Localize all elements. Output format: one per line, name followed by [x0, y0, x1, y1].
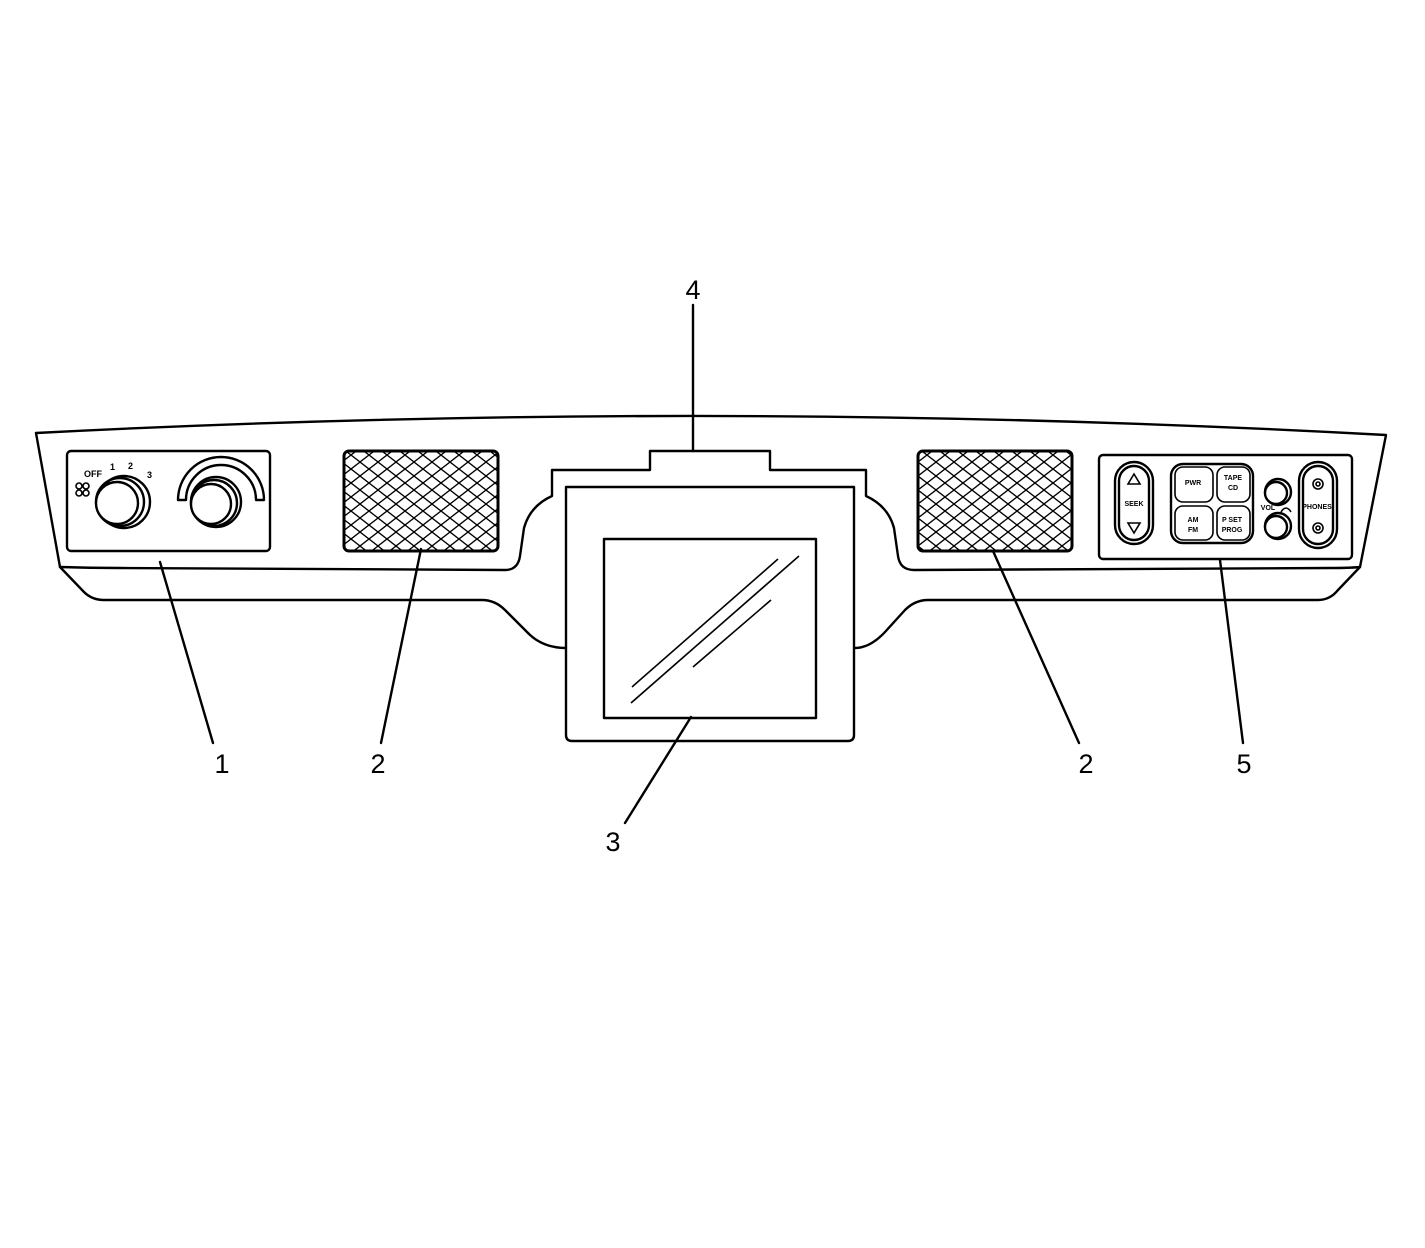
leader-2-left [379, 547, 423, 745]
headphone-icon [1280, 507, 1292, 513]
pset-label: P SET [1222, 517, 1243, 524]
leader-5 [1218, 558, 1245, 745]
fan-icon [75, 482, 90, 497]
temperature-knob[interactable] [176, 455, 266, 529]
volume-knob-upper[interactable] [1263, 477, 1293, 507]
blower-speed-2-label: 2 [128, 461, 133, 471]
right-speaker-grille [916, 449, 1074, 553]
phones-jack-upper[interactable] [1312, 478, 1324, 490]
cd-label: CD [1228, 485, 1238, 492]
seek-rocker-button[interactable]: SEEK [1113, 460, 1155, 546]
leader-2-right [991, 549, 1081, 745]
callout-2-left: 2 [370, 749, 385, 779]
mode-button-cluster: PWR TAPE CD AM FM P SET PROG [1169, 462, 1255, 545]
vol-label: VOL [1261, 505, 1276, 512]
top-mount-tab [648, 449, 772, 470]
video-display-unit [564, 485, 856, 743]
leader-1 [158, 560, 215, 745]
blower-speed-1-label: 1 [110, 462, 115, 472]
callout-2-right: 2 [1078, 749, 1093, 779]
volume-knob-lower[interactable] [1263, 511, 1293, 541]
blower-off-label: OFF [84, 469, 102, 479]
phones-jack-panel: PHONES [1297, 460, 1339, 550]
blower-control-panel: OFF 1 2 3 [65, 449, 272, 553]
pwr-label: PWR [1185, 480, 1201, 487]
leader-lines [158, 303, 1245, 825]
pset-prog-button[interactable] [1216, 505, 1251, 541]
blower-speed-3-label: 3 [147, 470, 152, 480]
am-fm-button[interactable] [1174, 505, 1214, 541]
callout-4: 4 [685, 275, 700, 305]
leader-3 [623, 715, 693, 825]
fm-label: FM [1188, 527, 1198, 534]
am-label: AM [1188, 517, 1199, 524]
pwr-button[interactable] [1174, 466, 1214, 503]
rear-radio-control-panel: SEEK PWR TAPE CD AM FM P SET PROG VOL [1097, 453, 1354, 561]
callout-1: 1 [214, 749, 229, 779]
prog-label: PROG [1222, 527, 1243, 534]
tape-cd-button[interactable] [1216, 466, 1251, 503]
seek-label: SEEK [1124, 501, 1143, 508]
video-display-screen [602, 537, 818, 720]
left-speaker-grille [342, 449, 500, 553]
console-body [34, 414, 1388, 650]
phones-jack-lower[interactable] [1312, 522, 1324, 534]
tape-label: TAPE [1224, 475, 1242, 482]
callout-3: 3 [605, 827, 620, 857]
phones-label: PHONES [1302, 504, 1332, 511]
callout-5: 5 [1236, 749, 1251, 779]
blower-speed-knob[interactable] [94, 474, 152, 530]
